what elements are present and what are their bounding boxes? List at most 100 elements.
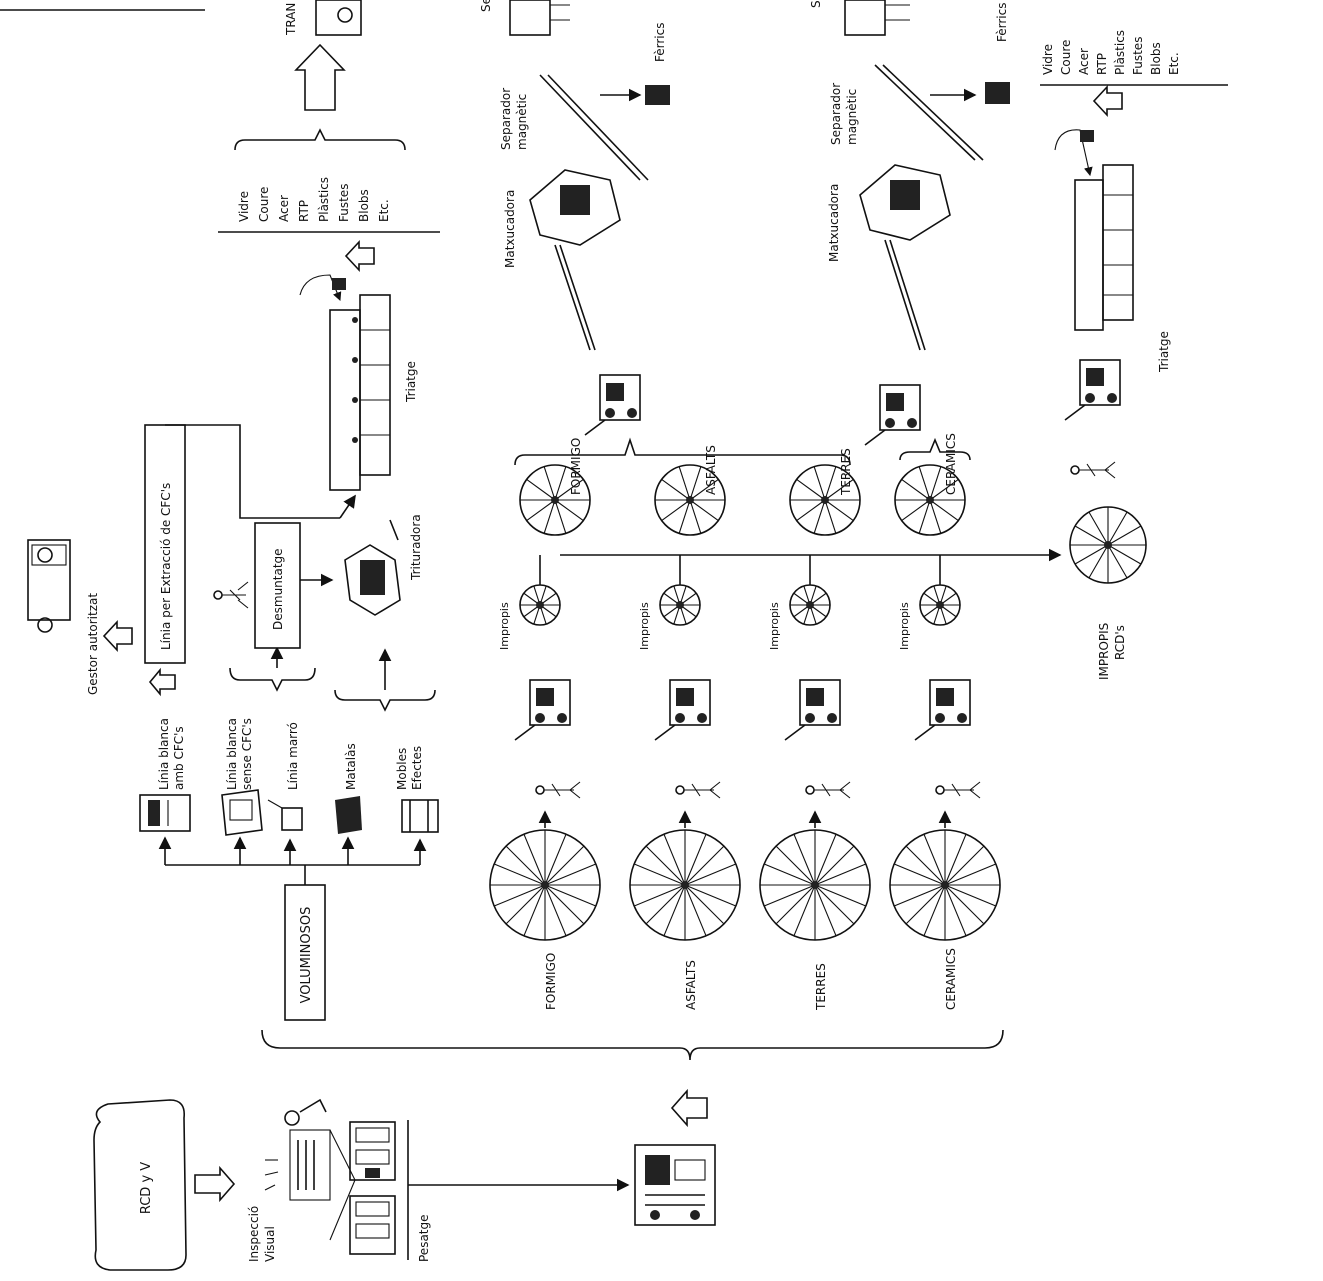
excavator-arm [784, 724, 806, 741]
improper-wheel [919, 584, 961, 626]
crushing-label: Matxucadora [827, 184, 841, 262]
stockpile-wheel-spoke [633, 884, 686, 907]
stockpile-wheel-hub [681, 881, 689, 889]
excavator-wheel [697, 713, 707, 723]
stockpile-wheel-spoke [814, 884, 855, 925]
secondary-wheel-spoke [661, 478, 691, 501]
stockpile-wheel [629, 829, 741, 941]
stockpile-wheel-hub [811, 881, 819, 889]
final-wheel-spoke [1107, 511, 1128, 546]
excavator-icon [584, 374, 641, 436]
material-item: Acer [1077, 48, 1091, 75]
stockpile-wheel-spoke [684, 884, 707, 937]
secondary-wheel-spoke [543, 499, 556, 534]
material-item: Plàstics [1113, 30, 1127, 75]
improper-label: Impropis [898, 602, 911, 650]
stockpile-wheel [889, 829, 1001, 941]
secondary-wheel-spoke [929, 499, 959, 522]
inspection-label-2: Visual [263, 1226, 277, 1262]
improper-label: Impropis [638, 602, 651, 650]
excavator-icon [514, 679, 571, 741]
washing-machine-icon [221, 789, 263, 836]
secondary-wheel-spoke [824, 499, 837, 534]
stockpile-wheel-spoke [684, 845, 725, 886]
hollow-arrow-icon [102, 619, 133, 653]
secondary-wheel-spoke [901, 478, 931, 501]
material-item: Acer [277, 195, 291, 222]
group-brace [514, 437, 851, 466]
bulky-label: VOLUMINOSOS [299, 907, 314, 1004]
stockpile-wheel-spoke [493, 863, 546, 886]
group-brace [334, 689, 436, 712]
stockpile-wheel-spoke [775, 845, 816, 886]
excavator-body [929, 679, 971, 726]
secondary-wheel-spoke [526, 499, 556, 522]
stockpile-wheel-spoke [944, 833, 967, 886]
hollow-arrow-icon [294, 43, 346, 111]
stockpile-wheel-hub [941, 881, 949, 889]
flow-line [165, 424, 340, 519]
magnetic-separator-icon [539, 74, 670, 181]
gestor-label: Gestor autoritzat [86, 593, 100, 695]
secondary-wheel-spoke [824, 499, 854, 522]
improper-wheel [659, 584, 701, 626]
excavator-wheel [1107, 393, 1117, 403]
worker-icon [675, 781, 721, 799]
truck-icon [315, 0, 362, 36]
excavator-wheel [827, 713, 837, 723]
worker-body [684, 781, 721, 799]
bulky-item-1-line1: Línia blanca [157, 718, 171, 790]
excavator-arm [864, 429, 886, 446]
improper-final-label-2: RCD's [1113, 625, 1127, 660]
stockpile-wheel-spoke [523, 833, 546, 886]
screen-icon [844, 0, 910, 36]
sorting-label: Triatge [404, 361, 418, 403]
mattress-icon [335, 796, 362, 834]
bulky-item-2-line2: sense CFC's [240, 718, 254, 790]
secondary-wheel-spoke [689, 499, 719, 522]
excavator-body [599, 374, 641, 421]
hollow-arrow-up-icon [670, 1088, 708, 1128]
secondary-wheel-spoke [813, 466, 826, 501]
stockpile-wheel-spoke [923, 884, 946, 937]
material-item: Blobs [357, 189, 371, 222]
magnetic-label-1: Separador [499, 88, 513, 150]
improper-wheel [519, 584, 561, 626]
worker-head [535, 785, 545, 795]
stockpile-wheel-spoke [814, 845, 855, 886]
worker-body [544, 781, 581, 799]
excavator-wheel [935, 713, 945, 723]
start-box: RCD y V [93, 1099, 187, 1271]
worker-icon [805, 781, 851, 799]
stockpile-wheel-spoke [684, 833, 707, 886]
final-wheel-spoke [1088, 511, 1109, 546]
excavator-wheel [535, 713, 545, 723]
stockpile-wheel-spoke [544, 845, 585, 886]
improper-wheel-hub [676, 601, 684, 609]
worker-body [814, 781, 851, 799]
sorting-conveyor-icon [329, 294, 391, 491]
ferrous-label: Fèrrics [653, 23, 667, 62]
secondary-wheel-spoke [689, 499, 702, 534]
final-wheel-hub [1104, 541, 1112, 549]
final-wheel-spoke [1107, 544, 1142, 565]
excavator-cab [536, 688, 554, 706]
worker-icon [935, 781, 981, 799]
stockpile-wheel-spoke [763, 884, 816, 907]
hollow-arrow-icon [344, 239, 375, 273]
secondary-wheel [789, 464, 861, 536]
stockpile-wheel-spoke [814, 863, 867, 886]
screen-label: Se [479, 0, 493, 12]
cfc-line-label: Línia per Extracció de CFC's [159, 483, 173, 650]
worker-head [675, 785, 685, 795]
inspection-icon [264, 1098, 331, 1201]
material-item: Etc. [377, 199, 391, 222]
crusher-machine-icon [859, 164, 951, 351]
improper-final-wheel [584, 359, 1147, 584]
material-item: Fustes [337, 184, 351, 222]
materials-list-lower: Vidre Coure Acer RTP Plàstics Fustes Blo… [1041, 30, 1181, 75]
final-wheel-spoke [1107, 525, 1142, 546]
excavator-body [799, 679, 841, 726]
magnetic-label-2: magnètic [845, 89, 859, 145]
stockpile-wheel-spoke [775, 884, 816, 925]
